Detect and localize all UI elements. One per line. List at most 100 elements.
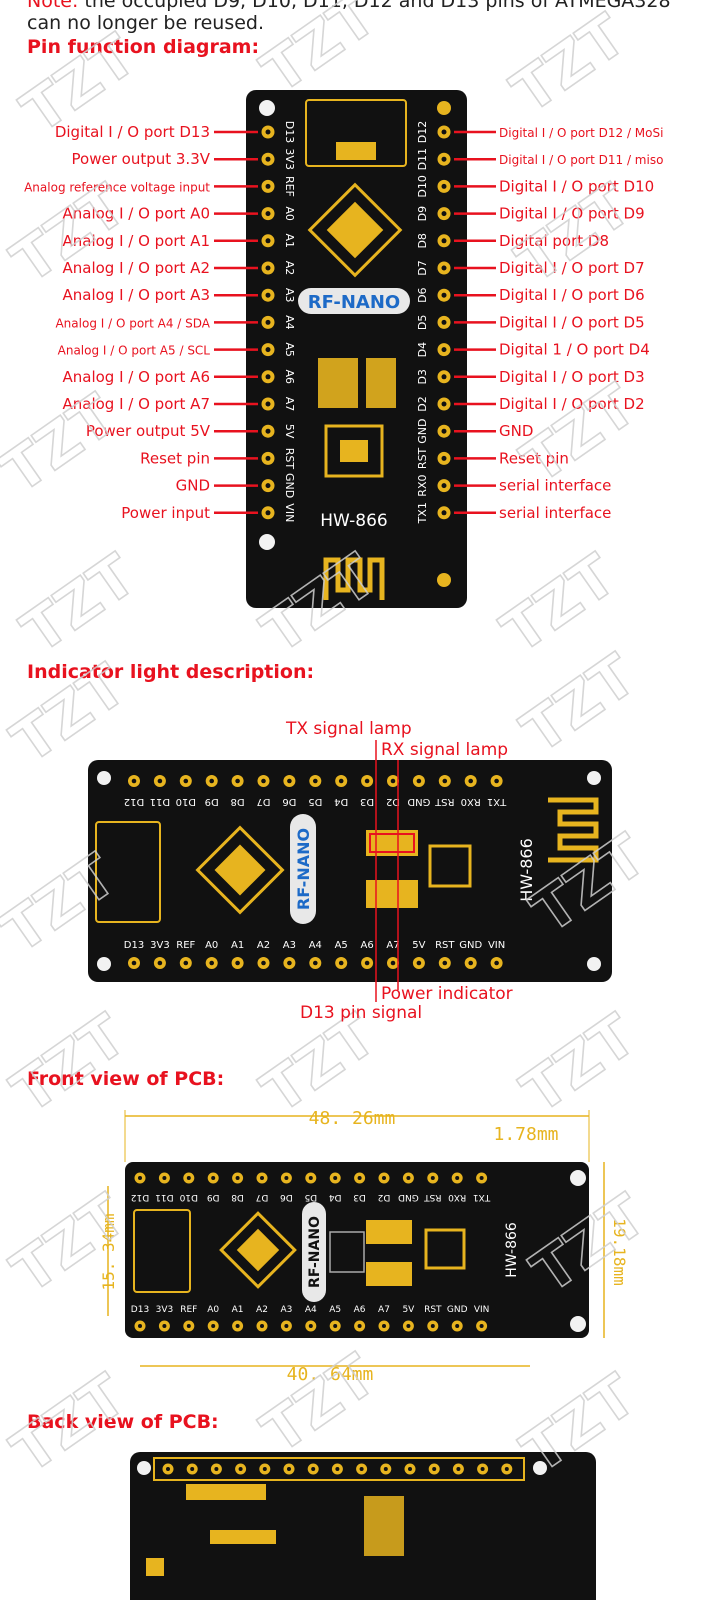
pin-hole [265, 238, 271, 244]
pin-silk-label: D6 [416, 287, 429, 302]
mount-hole [259, 534, 275, 550]
rf-nano-badge [290, 814, 316, 924]
pin-hole [442, 778, 448, 784]
usb-connector [133, 1209, 191, 1293]
pin-hole [479, 1324, 484, 1328]
pin-hole [308, 1176, 313, 1180]
pin-silk-label: D6 [280, 1192, 293, 1202]
pin-silk-label: RX0 [461, 796, 481, 807]
pin-label-left: GND [176, 477, 210, 495]
front-view-board: RF-NANO HW-866 48. 26mm 1.78mm 15. 34mm … [99, 1108, 629, 1385]
header-outline [153, 1457, 525, 1481]
back-view-board [130, 1452, 596, 1600]
pin-silk-label: D7 [256, 1192, 269, 1202]
pin-hole [406, 1324, 411, 1328]
rf-nano-label: RF-NANO [294, 828, 313, 910]
pin-hole [441, 129, 447, 135]
pin-hole [480, 1467, 485, 1471]
watermark-text: TZT [0, 1001, 138, 1126]
pin-label-right: Digital I / O port D2 [499, 395, 645, 413]
section-back-view: Back view of PCB: [27, 1411, 219, 1433]
pin-label-left: Power input [121, 504, 210, 522]
pin-silk-label: RST [434, 796, 454, 807]
rx-lamp-label: RX signal lamp [381, 740, 508, 760]
pin-hole [183, 960, 189, 966]
mount-hole [570, 1316, 586, 1332]
pin-silk-label: A2 [257, 940, 270, 951]
pin-label-right: Digital I / O port D11 / miso [499, 153, 663, 167]
pin-silk-label: D9 [207, 1192, 220, 1202]
mcu-chip [195, 825, 285, 915]
pin-label-left: Analog I / O port A1 [62, 232, 210, 250]
pin-hole [359, 1467, 364, 1471]
vertical-board: RF-NANO HW-866 [246, 90, 467, 608]
note-body: the occupied D9, D10, D11, D12 and D13 p… [78, 0, 671, 12]
rf-chip-core [340, 440, 368, 462]
pin-silk-label: D11 [150, 796, 170, 807]
pin-hole [441, 483, 447, 489]
pin-hole [441, 156, 447, 162]
dim-bottom-label: 40. 64mm [287, 1364, 374, 1385]
pin-silk-label: D11 [155, 1192, 173, 1202]
pin-hole [441, 292, 447, 298]
pin-hole [209, 778, 214, 784]
pin-silk-label: D13 [283, 121, 296, 143]
pin-silk-label: D2 [416, 396, 429, 411]
pin-silk-label: REF [180, 1305, 197, 1315]
antenna-trace [548, 797, 599, 863]
pin-silk-label: RST [424, 1305, 442, 1315]
pin-hole [131, 778, 137, 784]
pin-label-left: Analog reference voltage input [24, 180, 210, 194]
pin-hole [265, 211, 271, 217]
pin-silk-label: VIN [488, 940, 505, 951]
pin-hole [364, 778, 370, 784]
mount-hole [587, 957, 601, 971]
pin-hole [235, 960, 240, 966]
note-prefix: Note: [27, 0, 79, 12]
pin-label-right: GND [499, 422, 533, 440]
pin-hole [157, 960, 163, 966]
pin-silk-label: A4 [305, 1305, 317, 1315]
pin-silk-label: A7 [283, 397, 296, 412]
pin-hole [238, 1467, 243, 1471]
pin-hole [265, 292, 271, 298]
indicator-callouts: TX signal lamp RX signal lamp Power indi… [285, 719, 513, 1023]
pin-silk-label: GND [459, 940, 482, 951]
pin-label-left: Analog I / O port A6 [62, 368, 210, 386]
pin-hole [364, 960, 370, 966]
watermark-text: TZT [0, 1361, 138, 1486]
pin-hole [382, 1324, 386, 1328]
pin-silk-label: D10 [179, 1192, 198, 1202]
pin-silk-label: 5V [412, 940, 425, 951]
pin-hole [209, 960, 214, 966]
pin-silk-label: A7 [386, 940, 399, 951]
pin-hole [265, 156, 271, 162]
pin-silk-label: 3V3 [156, 1305, 174, 1315]
watermark-text: TZT [249, 1341, 388, 1466]
pin-silk-label: D13 [131, 1305, 149, 1315]
component-block [366, 358, 396, 408]
pin-label-left: Analog I / O port A2 [62, 259, 210, 277]
pin-label-left: Power output 5V [86, 422, 211, 440]
pin-hole [308, 1324, 313, 1328]
pin-silk-label: D8 [231, 796, 245, 807]
pin-silk-label: D3 [353, 1192, 366, 1202]
pin-label-right: serial interface [499, 477, 611, 495]
pcb-horizontal-body [88, 760, 612, 982]
pin-hole [441, 455, 447, 461]
dim-width-label: 48. 26mm [309, 1108, 396, 1129]
pin-label-right: Digital port D8 [499, 232, 609, 250]
pin-hole [357, 1176, 362, 1180]
pin-hole [211, 1324, 216, 1328]
mount-hole [97, 957, 111, 971]
rf-chip [324, 424, 384, 478]
pin-hole [265, 428, 271, 434]
pin-hole [468, 960, 474, 966]
pin-label-left: Analog I / O port A0 [62, 205, 210, 223]
pin-hole [441, 238, 447, 244]
pin-label-right: Digital I / O port D7 [499, 259, 645, 277]
rf-nano-label: RF-NANO [308, 292, 400, 313]
